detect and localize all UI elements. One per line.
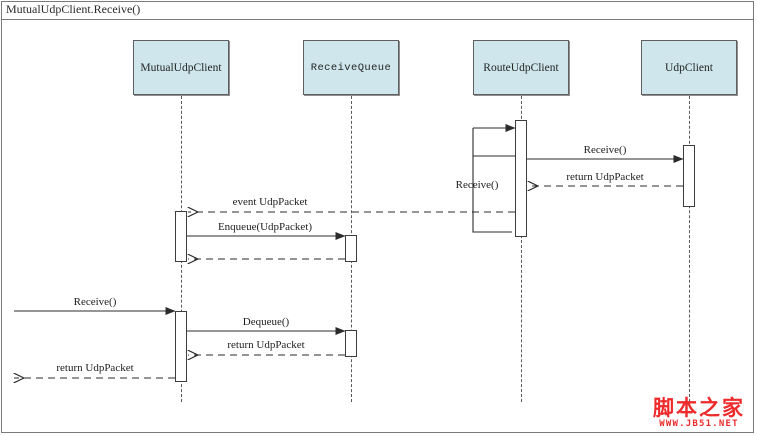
message-label-enqueue-udppacket: Enqueue(UdpPacket): [217, 221, 313, 233]
actor-label-routeudpclient: RouteUdpClient: [483, 61, 559, 74]
message-label-dequeue: Dequeue(): [242, 316, 290, 328]
actor-box-receivequeue[interactable]: ReceiveQueue: [303, 40, 399, 95]
message-label-receive-external: Receive(): [73, 296, 117, 308]
watermark: 脚本之家 WWW.JB51.NET: [653, 397, 745, 430]
diagram-title-bar: [1, 1, 754, 20]
actor-label-mutualudpclient: MutualUdpClient: [140, 61, 222, 74]
message-label-receive-udpclient: Receive(): [583, 144, 627, 156]
message-label-return-udppacket-queue: return UdpPacket: [227, 339, 305, 351]
activation-bar-udpclient-1[interactable]: [683, 145, 695, 207]
actor-box-mutualudpclient[interactable]: MutualUdpClient: [133, 40, 229, 95]
activation-bar-receivequeue-2[interactable]: [345, 330, 357, 357]
actor-box-routeudpclient[interactable]: RouteUdpClient: [473, 40, 569, 95]
lifeline-udpclient: [689, 96, 690, 402]
activation-bar-receivequeue-1[interactable]: [345, 235, 357, 262]
lifeline-routeudpclient: [521, 96, 522, 402]
message-label-self-receive: Receive(): [455, 179, 499, 191]
page-title: MutualUdpClient.Receive(): [6, 2, 141, 16]
actor-box-udpclient[interactable]: UdpClient: [641, 40, 737, 95]
activation-bar-routeudpclient-1[interactable]: [515, 120, 527, 237]
actor-label-receivequeue: ReceiveQueue: [310, 61, 392, 74]
message-label-return-udppacket-udpclient: return UdpPacket: [566, 171, 644, 183]
actor-label-udpclient: UdpClient: [665, 61, 713, 74]
activation-bar-mutualudpclient-2[interactable]: [175, 311, 187, 382]
message-label-return-udppacket-external: return UdpPacket: [56, 362, 134, 374]
watermark-brand-text: 脚本之家: [653, 396, 745, 420]
message-label-event-udppacket: event UdpPacket: [232, 196, 308, 208]
watermark-url-text: WWW.JB51.NET: [659, 419, 739, 429]
activation-bar-mutualudpclient-1[interactable]: [175, 211, 187, 262]
